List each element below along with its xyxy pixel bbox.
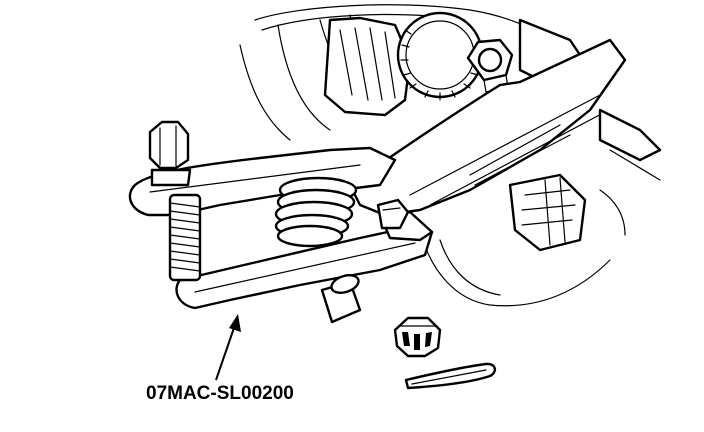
pivot-nut [148,120,192,187]
tool-part-number-label: 07MAC-SL00200 [146,383,294,404]
rear-bracket [508,173,587,252]
cotter-pin [404,362,497,390]
pressure-screw-spring [274,176,358,248]
upper-hex-nut [466,38,514,93]
ball-joint-stud [376,198,410,230]
threaded-pivot-bolt [168,193,202,282]
tool-handle-knob [320,274,362,324]
lower-control-arm [348,38,662,217]
castle-nut [393,316,442,358]
tool-leader-arrow [215,314,241,381]
steering-knuckle [323,11,592,117]
